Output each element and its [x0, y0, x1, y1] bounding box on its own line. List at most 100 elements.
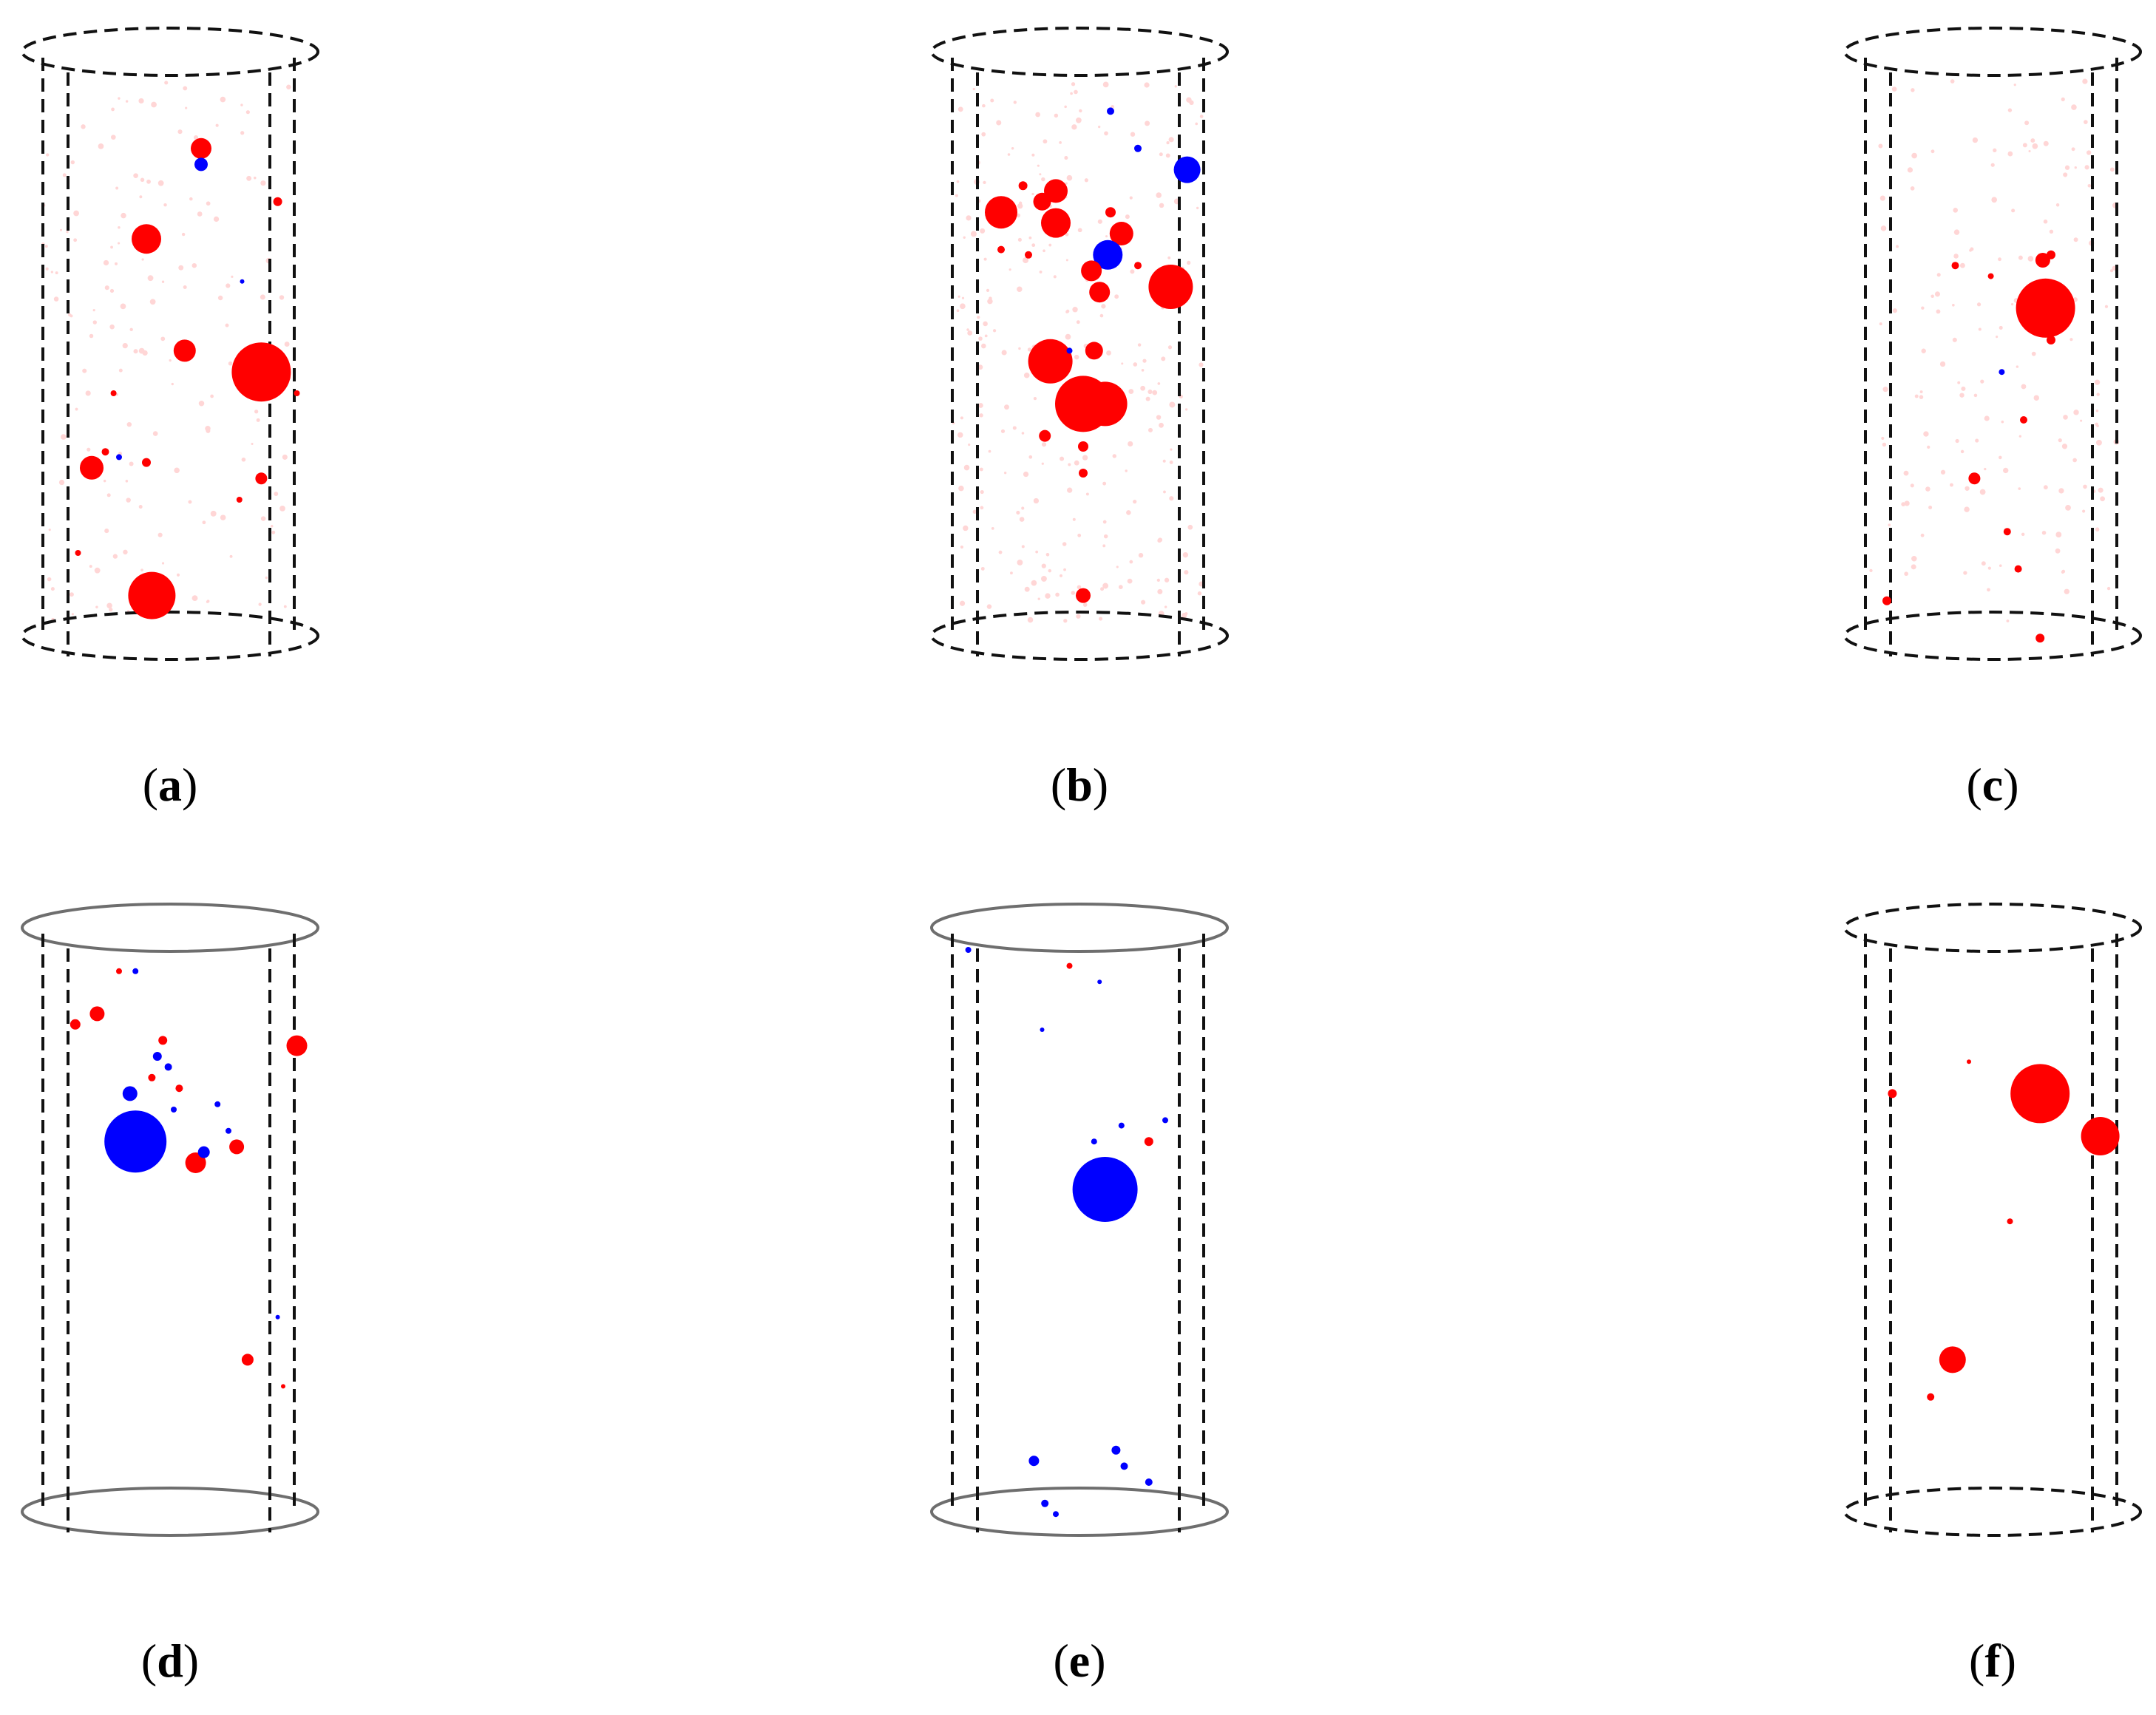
haze-dot: [152, 431, 158, 436]
haze-dot: [286, 84, 291, 89]
haze-dot: [1112, 454, 1116, 458]
cylinder-top-ellipse: [21, 903, 319, 953]
haze-dot: [1156, 578, 1160, 582]
haze-dot: [191, 595, 198, 602]
haze-dot: [2049, 229, 2054, 234]
haze-dot: [133, 173, 138, 178]
haze-dot: [258, 602, 262, 606]
haze-dot: [1141, 600, 1146, 605]
haze-dot: [1004, 404, 1009, 410]
haze-dot: [1185, 408, 1188, 411]
haze-dot: [118, 226, 121, 229]
haze-dot: [996, 120, 1002, 126]
haze-dot: [1186, 97, 1192, 103]
haze-dot: [73, 210, 79, 217]
haze-dot: [1921, 306, 1925, 310]
caption-a: (a): [142, 758, 198, 811]
haze-dot: [1157, 537, 1163, 543]
cylinder-plot-a: [21, 27, 319, 661]
haze-dot: [1133, 362, 1138, 367]
haze-dot: [955, 194, 958, 197]
haze-dot: [1896, 245, 1899, 248]
positive-point: [101, 448, 109, 456]
haze-dot: [1041, 462, 1044, 465]
haze-dot: [210, 510, 217, 517]
caption-c: (c): [1966, 758, 2019, 811]
haze-dot: [1170, 448, 1173, 451]
haze-dot: [163, 203, 167, 207]
haze-dot: [1031, 153, 1035, 157]
haze-dot: [2084, 165, 2089, 170]
haze-dot: [177, 129, 183, 135]
haze-dot: [1102, 481, 1107, 486]
haze-dot: [2028, 150, 2031, 153]
haze-dot: [1013, 101, 1017, 104]
haze-dot: [1102, 544, 1106, 548]
haze-dot: [1869, 568, 1873, 573]
haze-dot: [115, 186, 119, 190]
haze-dot: [960, 303, 966, 310]
positive-point: [985, 196, 1017, 229]
haze-dot: [1024, 586, 1030, 592]
haze-dot: [1169, 461, 1173, 464]
haze-dot: [1023, 257, 1029, 264]
positive-point: [1039, 429, 1051, 442]
haze-dot: [68, 313, 72, 317]
haze-dot: [966, 215, 972, 221]
haze-dot: [978, 403, 983, 408]
haze-dot: [1980, 379, 1984, 384]
positive-point: [2016, 278, 2075, 338]
haze-dot: [92, 309, 95, 312]
haze-dot: [2032, 143, 2038, 149]
haze-dot: [106, 602, 112, 609]
haze-dot: [1076, 320, 1080, 325]
haze-dot: [1196, 206, 1199, 210]
haze-dot: [1911, 564, 1916, 570]
haze-dot: [1164, 577, 1170, 583]
haze-dot: [1979, 489, 1986, 495]
haze-dot: [1017, 560, 1023, 566]
haze-dot: [1904, 500, 1910, 506]
haze-dot: [220, 96, 226, 103]
haze-dot: [960, 545, 963, 549]
caption-label-a: a: [158, 758, 182, 811]
panel-e: (e): [924, 891, 1235, 1685]
haze-dot: [1028, 236, 1032, 240]
haze-dot: [1199, 115, 1204, 118]
haze-dot: [2072, 458, 2077, 463]
haze-dot: [2095, 527, 2100, 532]
haze-dot: [1035, 550, 1039, 554]
haze-dot: [1041, 575, 1047, 582]
haze-dot: [2071, 147, 2075, 152]
haze-dot: [120, 303, 126, 310]
haze-dot: [260, 180, 266, 186]
haze-dot: [1077, 585, 1082, 590]
haze-dot: [998, 550, 1003, 554]
haze-dot: [1079, 109, 1082, 113]
haze-dot: [1116, 566, 1119, 568]
negative-point: [1134, 144, 1142, 152]
caption-label-b: b: [1066, 758, 1093, 811]
positive-point: [255, 472, 268, 485]
haze-dot: [114, 262, 118, 265]
positive-point: [294, 390, 300, 396]
haze-dot: [1187, 524, 1193, 530]
haze-dot: [1952, 303, 1955, 307]
positive-point: [286, 1035, 308, 1056]
haze-dot: [2098, 487, 2104, 493]
haze-dot: [1999, 564, 2002, 567]
haze-dot: [1978, 327, 1982, 331]
haze-dot: [1128, 441, 1133, 447]
negative-point: [214, 1101, 221, 1107]
haze-dot: [1062, 542, 1067, 546]
positive-point: [231, 342, 291, 402]
haze-dot: [71, 613, 74, 616]
negative-point: [1173, 156, 1201, 183]
haze-dot: [1957, 381, 1961, 384]
haze-dot: [2058, 438, 2062, 443]
haze-dot: [960, 416, 963, 420]
haze-dot: [1936, 309, 1941, 314]
haze-dot: [191, 262, 197, 268]
haze-dot: [1077, 533, 1082, 537]
haze-dot: [1969, 248, 1972, 252]
